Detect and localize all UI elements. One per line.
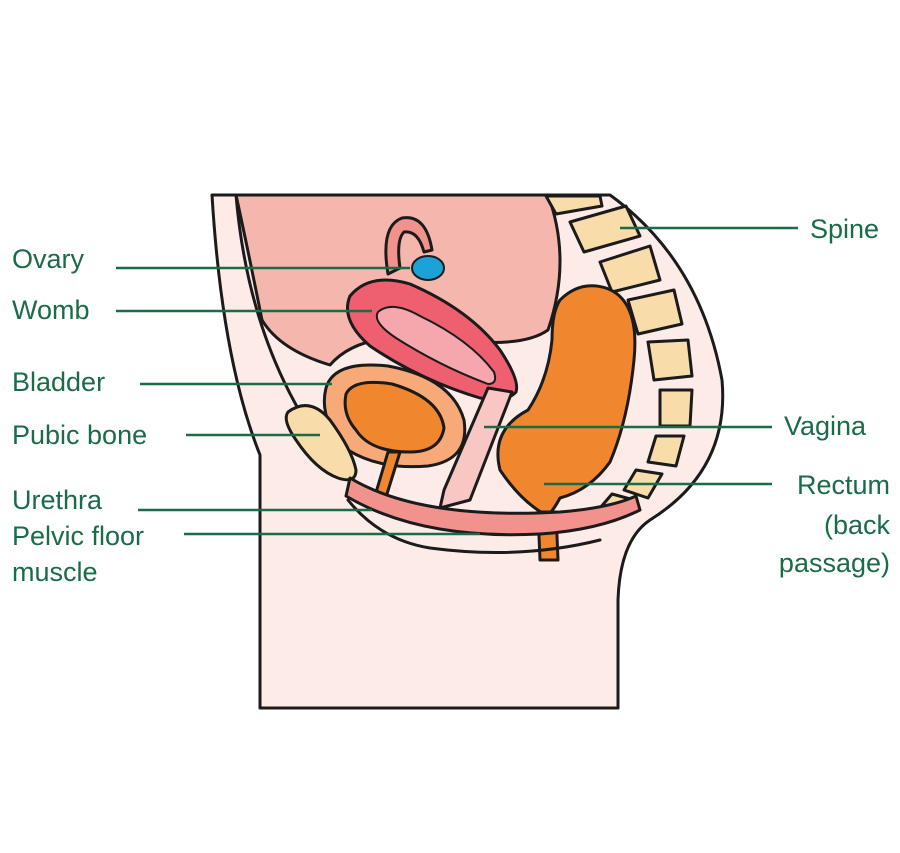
label-urethra: Urethra — [12, 485, 103, 515]
fallopian-tube — [384, 216, 434, 276]
womb-lining — [375, 305, 497, 386]
label-womb: Womb — [12, 295, 90, 325]
spine — [544, 194, 694, 518]
label-pelvic-floor-line2: muscle — [12, 557, 98, 587]
vagina — [438, 386, 514, 510]
label-rectum-line1: Rectum — [796, 470, 890, 500]
label-bladder: Bladder — [12, 367, 106, 397]
label-ovary: Ovary — [12, 244, 85, 274]
label-rectum-line3: passage) — [778, 548, 890, 578]
ovary — [411, 255, 445, 281]
label-vagina: Vagina — [784, 411, 867, 441]
label-rectum-line2: (back — [823, 510, 890, 540]
leader-lines — [116, 226, 798, 536]
label-pelvic-floor-line1: Pelvic floor — [12, 521, 145, 551]
rectum — [496, 284, 637, 517]
label-spine: Spine — [810, 214, 880, 244]
label-pubic-bone: Pubic bone — [12, 420, 148, 450]
pelvic-outline — [346, 498, 602, 554]
pelvic-floor-muscle — [344, 476, 642, 537]
bladder — [343, 380, 446, 454]
